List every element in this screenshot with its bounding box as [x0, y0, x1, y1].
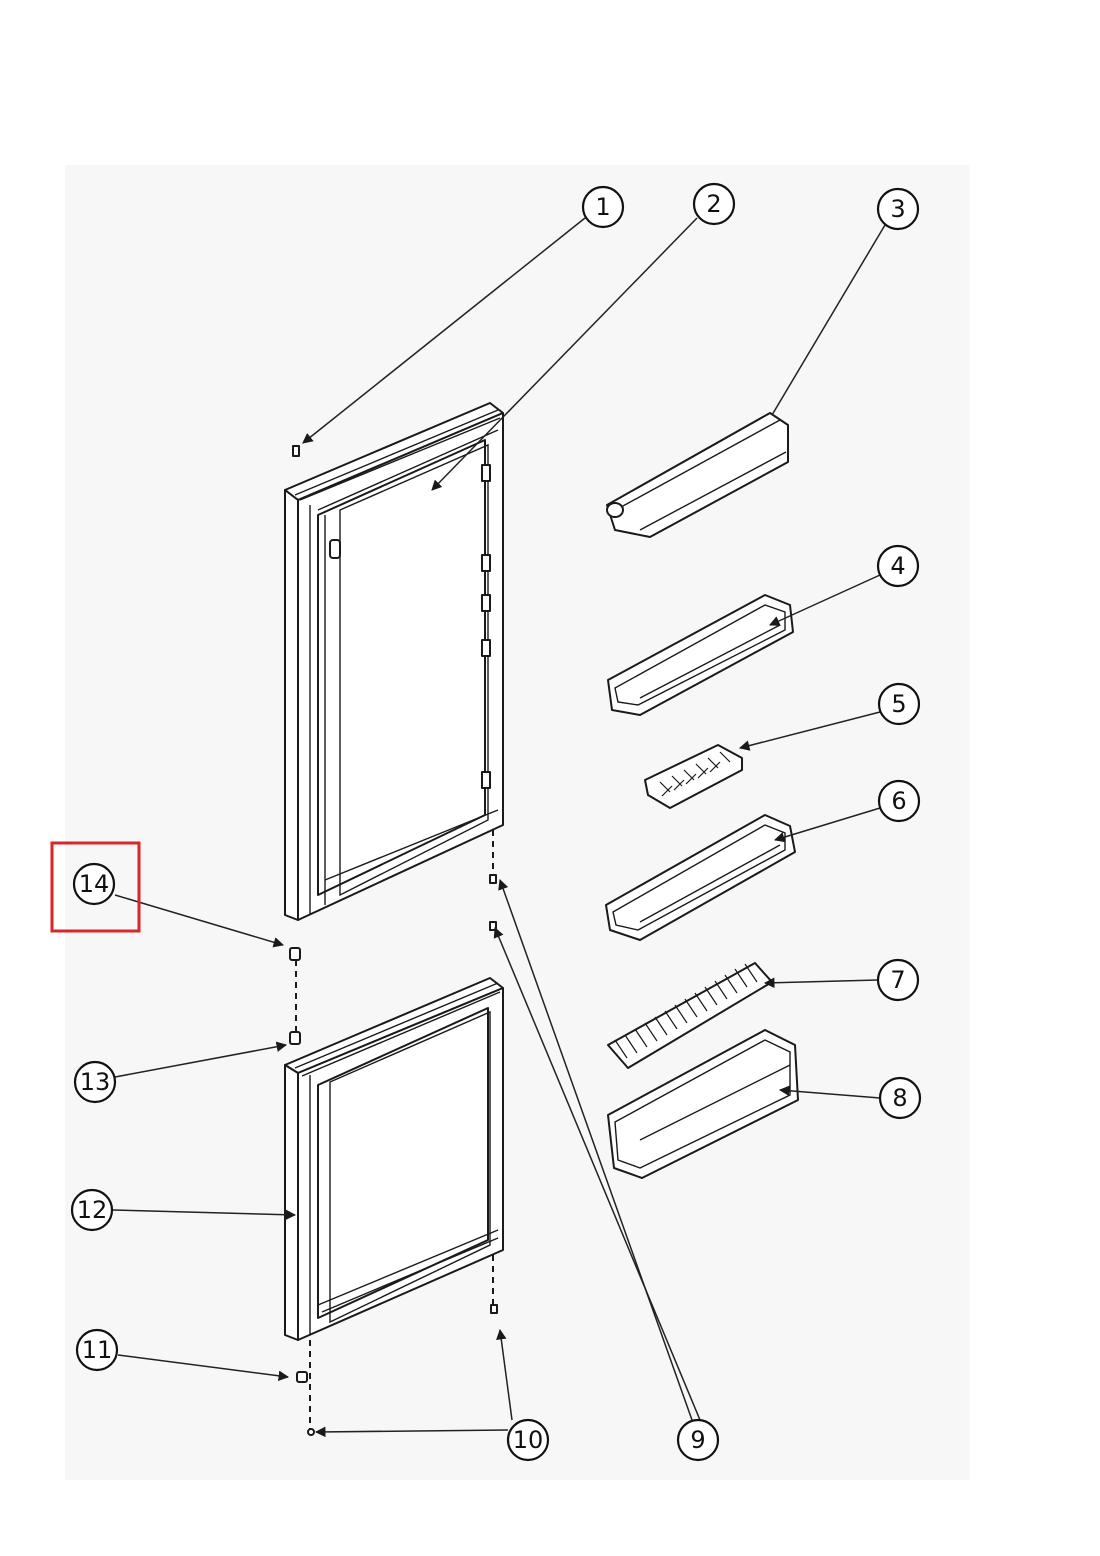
- callout-number: 12: [77, 1196, 108, 1224]
- callout-3: 3: [876, 187, 920, 231]
- callout-number: 14: [79, 870, 110, 898]
- callout-circle: [70, 1188, 114, 1232]
- egg-tray-5: [644, 744, 743, 809]
- callout-11: 11: [75, 1328, 119, 1372]
- callout-number: 13: [80, 1068, 111, 1096]
- callout-1: 1: [581, 185, 625, 229]
- callout-number: 9: [690, 1426, 705, 1454]
- hinge-parts: [289, 445, 498, 1436]
- leader-lines: [112, 217, 886, 1438]
- callout-8: 8: [878, 1076, 922, 1120]
- callout-2: 2: [692, 182, 736, 226]
- callout-circle: [506, 1418, 550, 1462]
- lower-door: [284, 977, 504, 1341]
- callout-number: 8: [892, 1084, 907, 1112]
- drawing-background: [65, 165, 970, 1480]
- callout-number: 5: [891, 690, 906, 718]
- callout-5: 5: [877, 682, 921, 726]
- shelf-6: [605, 814, 796, 941]
- callout-circle: [72, 862, 116, 906]
- callout-number: 6: [891, 787, 906, 815]
- callout-number: 7: [890, 966, 905, 994]
- callout-number: 11: [82, 1336, 113, 1364]
- callout-circle: [73, 1060, 117, 1104]
- callout-9: 9: [676, 1418, 720, 1462]
- callout-circle: [692, 182, 736, 226]
- upper-door: [284, 402, 504, 921]
- callout-number: 3: [890, 195, 905, 223]
- callout-14: 14: [72, 862, 116, 906]
- callout-10: 10: [506, 1418, 550, 1462]
- callout-6: 6: [877, 779, 921, 823]
- callout-circle: [75, 1328, 119, 1372]
- shelf-4: [607, 594, 794, 716]
- callout-circle: [876, 187, 920, 231]
- callout-12: 12: [70, 1188, 114, 1232]
- highlight-box: [50, 841, 141, 933]
- callout-number: 10: [513, 1426, 544, 1454]
- callout-13: 13: [73, 1060, 117, 1104]
- callout-circle: [877, 682, 921, 726]
- callout-number: 1: [595, 193, 610, 221]
- callout-7: 7: [876, 958, 920, 1002]
- callout-4: 4: [876, 544, 920, 588]
- callout-circle: [876, 544, 920, 588]
- callout-circle: [676, 1418, 720, 1462]
- callout-number: 4: [890, 552, 905, 580]
- callout-circle: [581, 185, 625, 229]
- callout-circle: [876, 958, 920, 1002]
- callout-circle: [877, 779, 921, 823]
- callout-number: 2: [706, 190, 721, 218]
- callout-circle: [878, 1076, 922, 1120]
- shelf-8: [607, 1029, 799, 1179]
- shelf-3: [606, 412, 789, 538]
